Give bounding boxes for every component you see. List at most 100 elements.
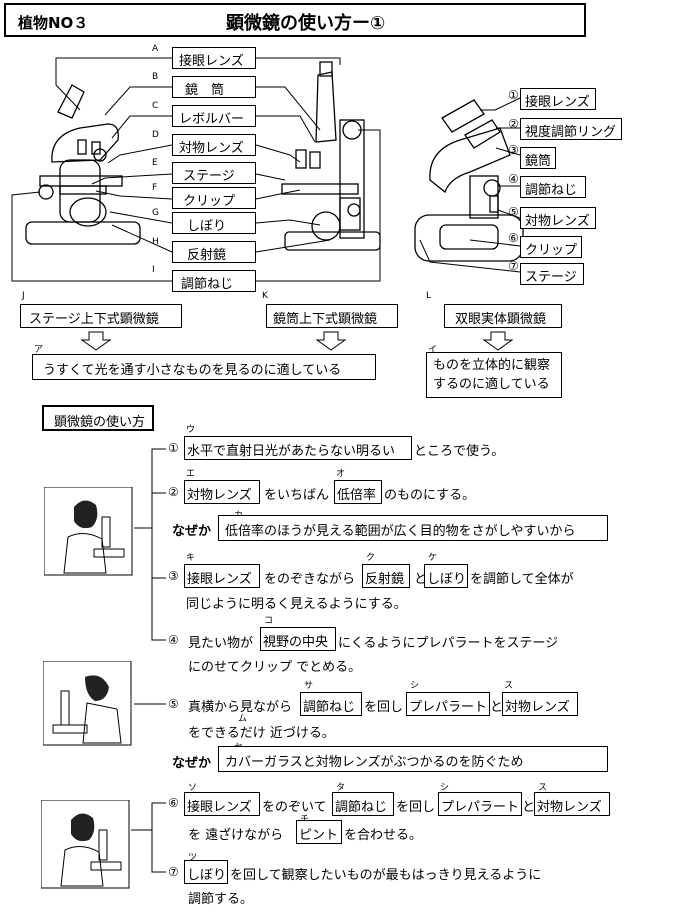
step-2-num: ② — [168, 485, 179, 499]
header-bar — [4, 3, 586, 37]
down-arrow-icon — [482, 331, 514, 351]
why-2-answer: カバーガラスと対物レンズがぶつかるのを防ぐため — [218, 746, 608, 772]
step-5-text-line2: をできるだけ 近づける。 — [188, 726, 335, 741]
part-label-stage: ステージ — [172, 162, 256, 184]
sheet-label: 植物NO３ — [18, 14, 89, 32]
step-4-text-line2: にのせてクリップ でとめる。 — [188, 660, 362, 675]
step-6-answer-1: 接眼レンズ — [184, 792, 260, 816]
part-letter-c: C — [152, 101, 159, 111]
step-1-answer: 水平で直射日光があたらない明るい — [184, 436, 412, 460]
part-letter-d: D — [152, 130, 159, 140]
use-description: うすくて光を通す小さなものを見るのに適している — [32, 354, 376, 380]
step-4-num: ④ — [168, 633, 179, 647]
part-letter-i: I — [152, 265, 155, 275]
part-label-tube: 鏡 筒 — [172, 76, 256, 98]
step-3-letter-ke: ケ — [428, 553, 438, 563]
student-illustration-1 — [44, 487, 133, 576]
student-illustration-3 — [41, 800, 130, 889]
use-stereo-description: ものを立体的に観察 するのに適している — [426, 352, 562, 398]
step-3-text-line2: 同じように明るく見えるようにする。 — [186, 597, 407, 612]
step-2-mid: をいちばん — [264, 488, 330, 503]
step-2-letter-e: エ — [186, 469, 196, 479]
part-label-mirror: 反射鏡 — [172, 241, 256, 263]
stereo-label-eyepiece: 接眼レンズ — [520, 88, 596, 110]
stereo-label-tube: 鏡筒 — [520, 147, 556, 169]
step-3-num: ③ — [168, 569, 179, 583]
step-6-answer-5: ピント — [296, 820, 342, 844]
stereo-label-stage: ステージ — [520, 263, 584, 285]
step-3-mid-1: をのぞきながら — [264, 572, 356, 587]
step-5-mid-2: と — [490, 700, 504, 715]
step-6-mid-1: をのぞいて — [262, 800, 327, 815]
type-letter-l: L — [426, 291, 432, 301]
step-5-pre: 真横から見ながら — [188, 700, 293, 715]
part-letter-e: E — [152, 158, 158, 168]
step-2-letter-o: オ — [336, 469, 346, 479]
step-7-answer: しぼり — [184, 860, 228, 884]
type-tube-up-down: 鏡筒上下式顕微鏡 — [266, 304, 398, 328]
step-1-letter: ウ — [186, 425, 196, 435]
stereo-label-objective: 対物レンズ — [520, 207, 596, 229]
use-letter-a: ア — [34, 345, 44, 355]
part-label-revolver: レボルバー — [172, 105, 256, 127]
step-3-letter-ki: キ — [186, 553, 196, 563]
step-4-text: にくるようにプレパラートをステージ — [338, 636, 559, 651]
part-label-objective: 対物レンズ — [172, 134, 256, 156]
num-3: ③ — [508, 143, 519, 157]
stereo-label-clip: クリップ — [520, 236, 582, 258]
step-6-answer-3: プレパラート — [438, 792, 522, 816]
step-4-letter: コ — [264, 616, 274, 626]
step-7-text: を回して観察したいものが最もはっきり見えるように — [230, 868, 542, 883]
step-4-pre: 見たい物が — [188, 636, 254, 651]
down-arrow-icon — [80, 331, 112, 351]
part-label-diaphragm: しぼり — [172, 212, 256, 234]
step-6-answer-4: 対物レンズ — [534, 792, 610, 816]
use-stereo-line2: するのに適している — [433, 377, 550, 392]
microscope-diagram — [11, 57, 524, 282]
step-5-mid-1: を回し — [364, 700, 404, 715]
use-letter-i: イ — [428, 345, 438, 355]
why-2-label: なぜか — [172, 756, 212, 771]
step-6-letter-su: ス — [538, 783, 548, 793]
step-5-answer-3: 対物レンズ — [502, 692, 578, 716]
step-2-answer-1: 対物レンズ — [184, 480, 260, 504]
step-5-answer-1: 調節ねじ — [300, 692, 362, 716]
step-7-num: ⑦ — [168, 865, 179, 879]
num-6: ⑥ — [508, 231, 519, 245]
step-6-letter-shi: シ — [440, 783, 450, 793]
step-6-answer-2: 調節ねじ — [332, 792, 394, 816]
step-1-text: ところで使う。 — [414, 444, 505, 459]
part-label-adjust-knob: 調節ねじ — [172, 270, 256, 292]
part-letter-h: H — [152, 237, 159, 247]
why-1-label: なぜか — [172, 524, 212, 539]
step-1-num: ① — [168, 441, 179, 455]
type-letter-j: J — [22, 291, 25, 301]
student-illustration-2 — [43, 661, 132, 746]
part-letter-b: B — [152, 72, 159, 82]
step-3-mid-2: と — [414, 572, 428, 587]
step-4-answer: 視野の中央 — [260, 627, 336, 651]
step-3-answer-3: しぼり — [424, 564, 468, 588]
part-label-clip: クリップ — [172, 187, 256, 209]
step-6-letter-so: ソ — [188, 783, 198, 793]
arrow-icons — [80, 331, 514, 351]
stereo-label-diopter: 視度調節リング — [520, 118, 622, 140]
section-title: 顕微鏡の使い方 — [42, 405, 154, 431]
step-7-text-line2: 調節する。 — [188, 892, 254, 907]
step-6-letter-ta: タ — [336, 783, 346, 793]
type-stereo: 双眼実体顕微鏡 — [444, 304, 562, 328]
step-6-num: ⑥ — [168, 796, 179, 810]
num-5: ⑤ — [508, 205, 519, 219]
step-3-letter-ku: ク — [366, 553, 376, 563]
step-6-line2b: を合わせる。 — [344, 828, 423, 843]
num-4: ④ — [508, 172, 519, 186]
part-label-eyepiece: 接眼レンズ — [172, 47, 256, 69]
part-letter-a: A — [152, 44, 159, 54]
down-arrow-icon — [315, 331, 347, 351]
step-5-letter-shi: シ — [410, 681, 420, 691]
step-5-answer-2: プレパラート — [406, 692, 490, 716]
step-3-answer-2: 反射鏡 — [362, 564, 410, 588]
step-6-mid-2: を回し — [396, 800, 436, 815]
num-2: ② — [508, 117, 519, 131]
